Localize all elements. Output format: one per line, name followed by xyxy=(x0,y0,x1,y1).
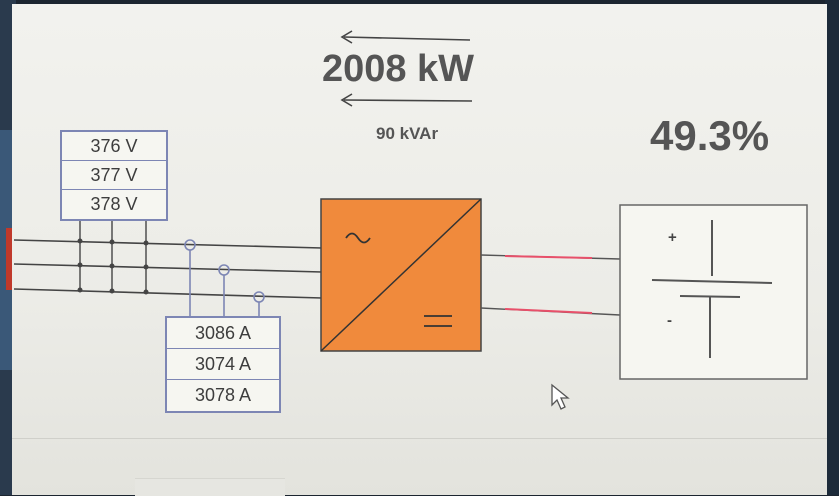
current-l1: 3086 A xyxy=(167,318,279,349)
current-meter: 3086 A 3074 A 3078 A xyxy=(165,316,281,413)
active-power-arrow xyxy=(343,36,471,41)
ac-phase-l2 xyxy=(13,263,323,273)
voltage-l3: 378 V xyxy=(90,194,138,214)
current-l2: 3074 A xyxy=(167,349,279,380)
battery-minus-label: - xyxy=(667,312,672,329)
current-transformers xyxy=(184,239,265,318)
reactive-power-value: 90 kVAr xyxy=(376,124,439,143)
mouse-pointer-icon xyxy=(551,383,570,410)
power-flow-arrows xyxy=(340,30,473,107)
battery-negative-plate xyxy=(679,295,741,298)
ac-phase-l1 xyxy=(13,239,323,249)
ac-bus-lines xyxy=(13,239,323,299)
active-power-value: 2008 kW xyxy=(321,48,475,90)
state-of-charge-value: 49.3% xyxy=(650,112,770,159)
battery-plus-label: + xyxy=(668,229,677,246)
battery-positive-plate xyxy=(651,279,773,284)
bottom-tab[interactable] xyxy=(135,478,285,496)
reactive-power-arrow xyxy=(343,99,473,102)
reactive-power-arrowhead xyxy=(340,93,353,107)
ac-phase-l3 xyxy=(13,288,323,299)
voltage-l2: 377 V xyxy=(62,161,166,190)
battery-symbol xyxy=(619,204,808,380)
dc-lines xyxy=(480,254,621,316)
voltage-taps xyxy=(79,218,147,293)
red-marker xyxy=(6,228,16,290)
converter-symbol xyxy=(320,198,482,352)
ac-sine-icon xyxy=(345,232,371,244)
current-l3: 3078 A xyxy=(194,385,252,405)
active-power-arrowhead xyxy=(340,30,353,44)
voltage-tap-nodes xyxy=(77,238,149,295)
monitor-right-bezel xyxy=(825,0,839,495)
status-bar-divider xyxy=(12,438,827,439)
voltage-meter: 376 V 377 V 378 V xyxy=(60,130,168,221)
voltage-l1: 376 V xyxy=(62,132,166,161)
